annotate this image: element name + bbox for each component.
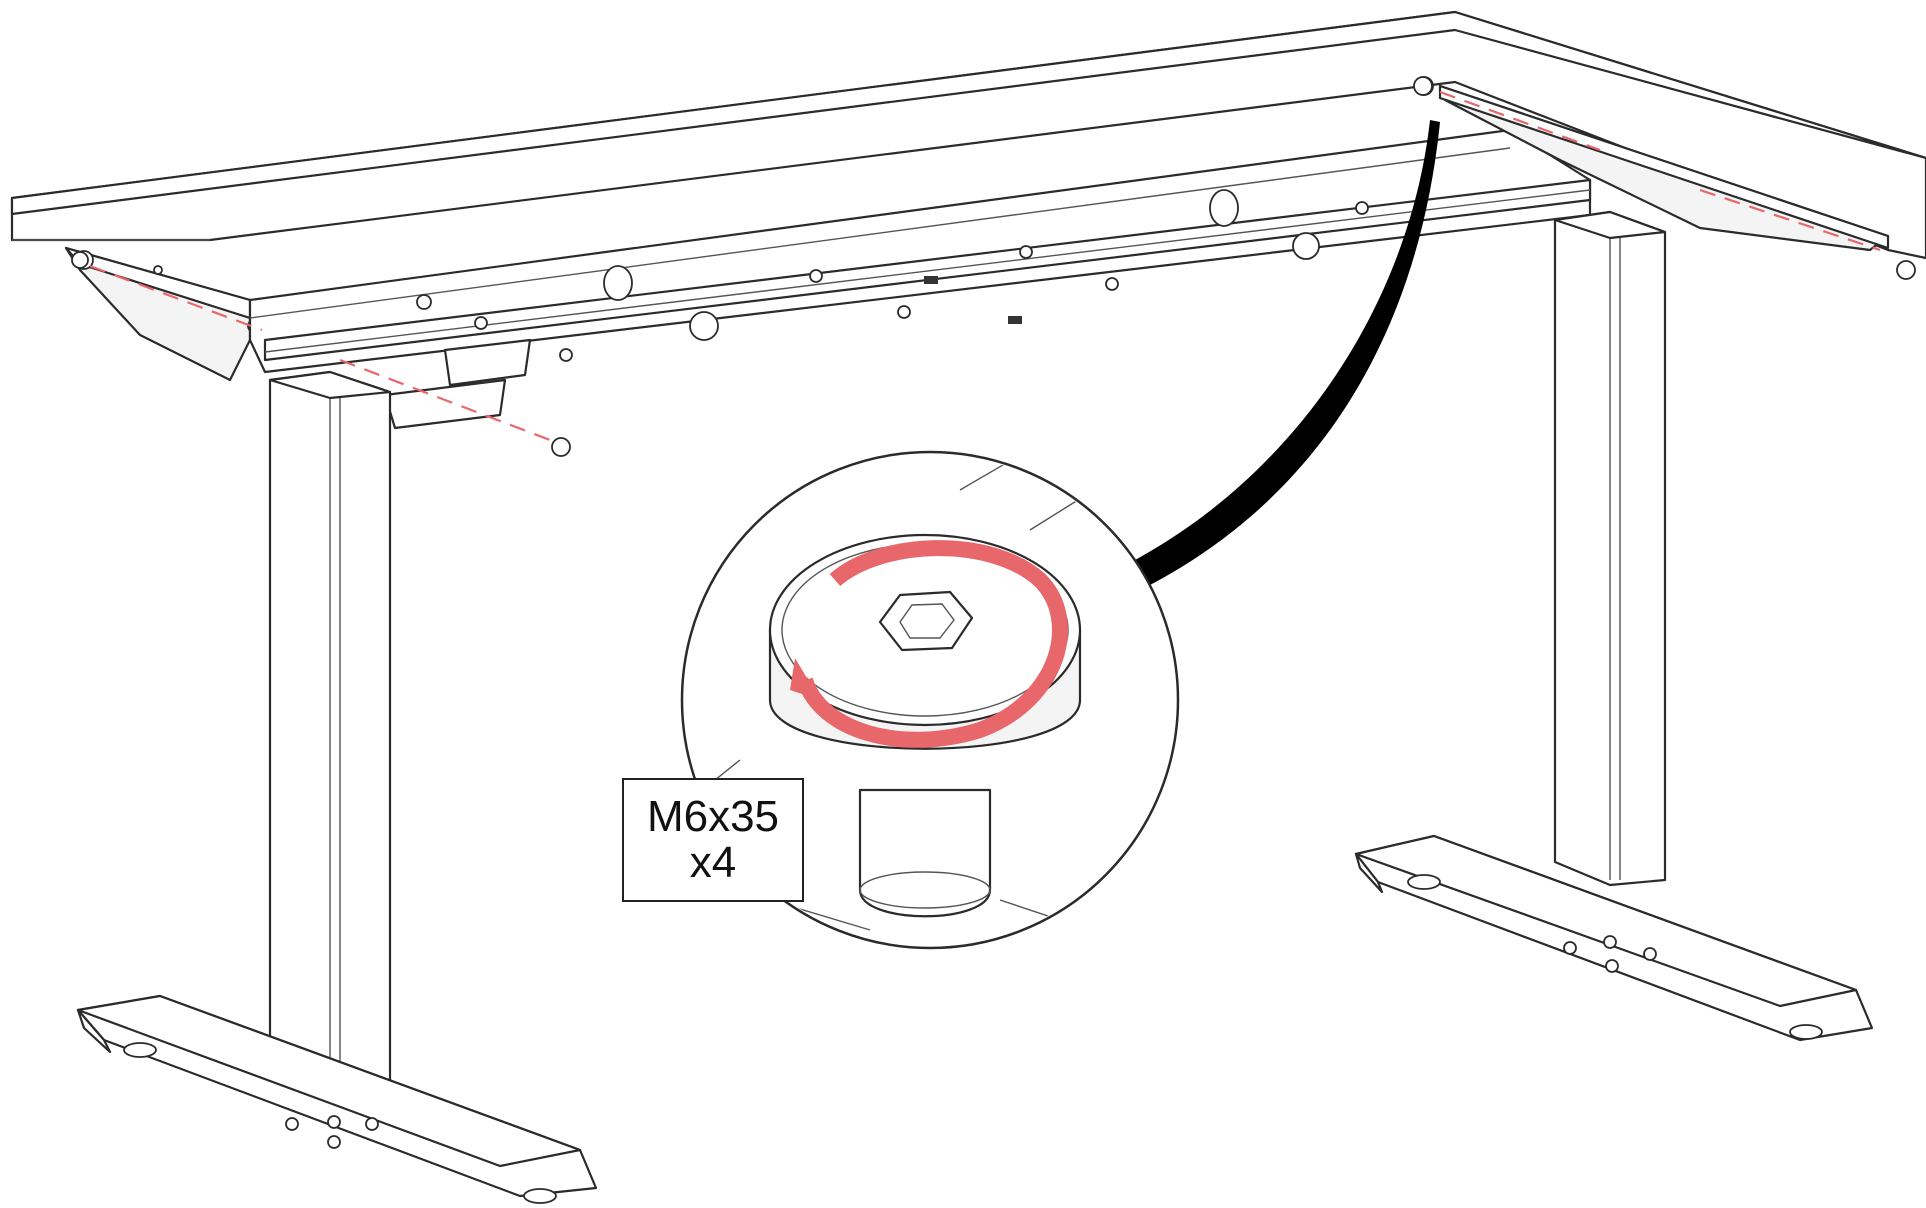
screw-quantity-text: x4 xyxy=(689,838,737,887)
screw-insertion-guides xyxy=(89,90,1881,442)
left-leg-column xyxy=(268,370,392,1092)
rotation-arrow-icon xyxy=(797,540,1068,748)
screw-size-text: M6x35 xyxy=(646,792,780,841)
right-foot xyxy=(1354,834,1874,1042)
desktop-board xyxy=(10,10,1926,260)
detail-magnifier xyxy=(680,450,1180,950)
rotation-arrow-head xyxy=(790,658,820,700)
left-foot xyxy=(76,994,598,1204)
loose-screws xyxy=(71,76,1916,457)
screw-spec-label: M6x35 x4 xyxy=(622,778,804,902)
crossbar-beam xyxy=(248,128,1592,430)
right-leg-column xyxy=(1553,210,1667,887)
